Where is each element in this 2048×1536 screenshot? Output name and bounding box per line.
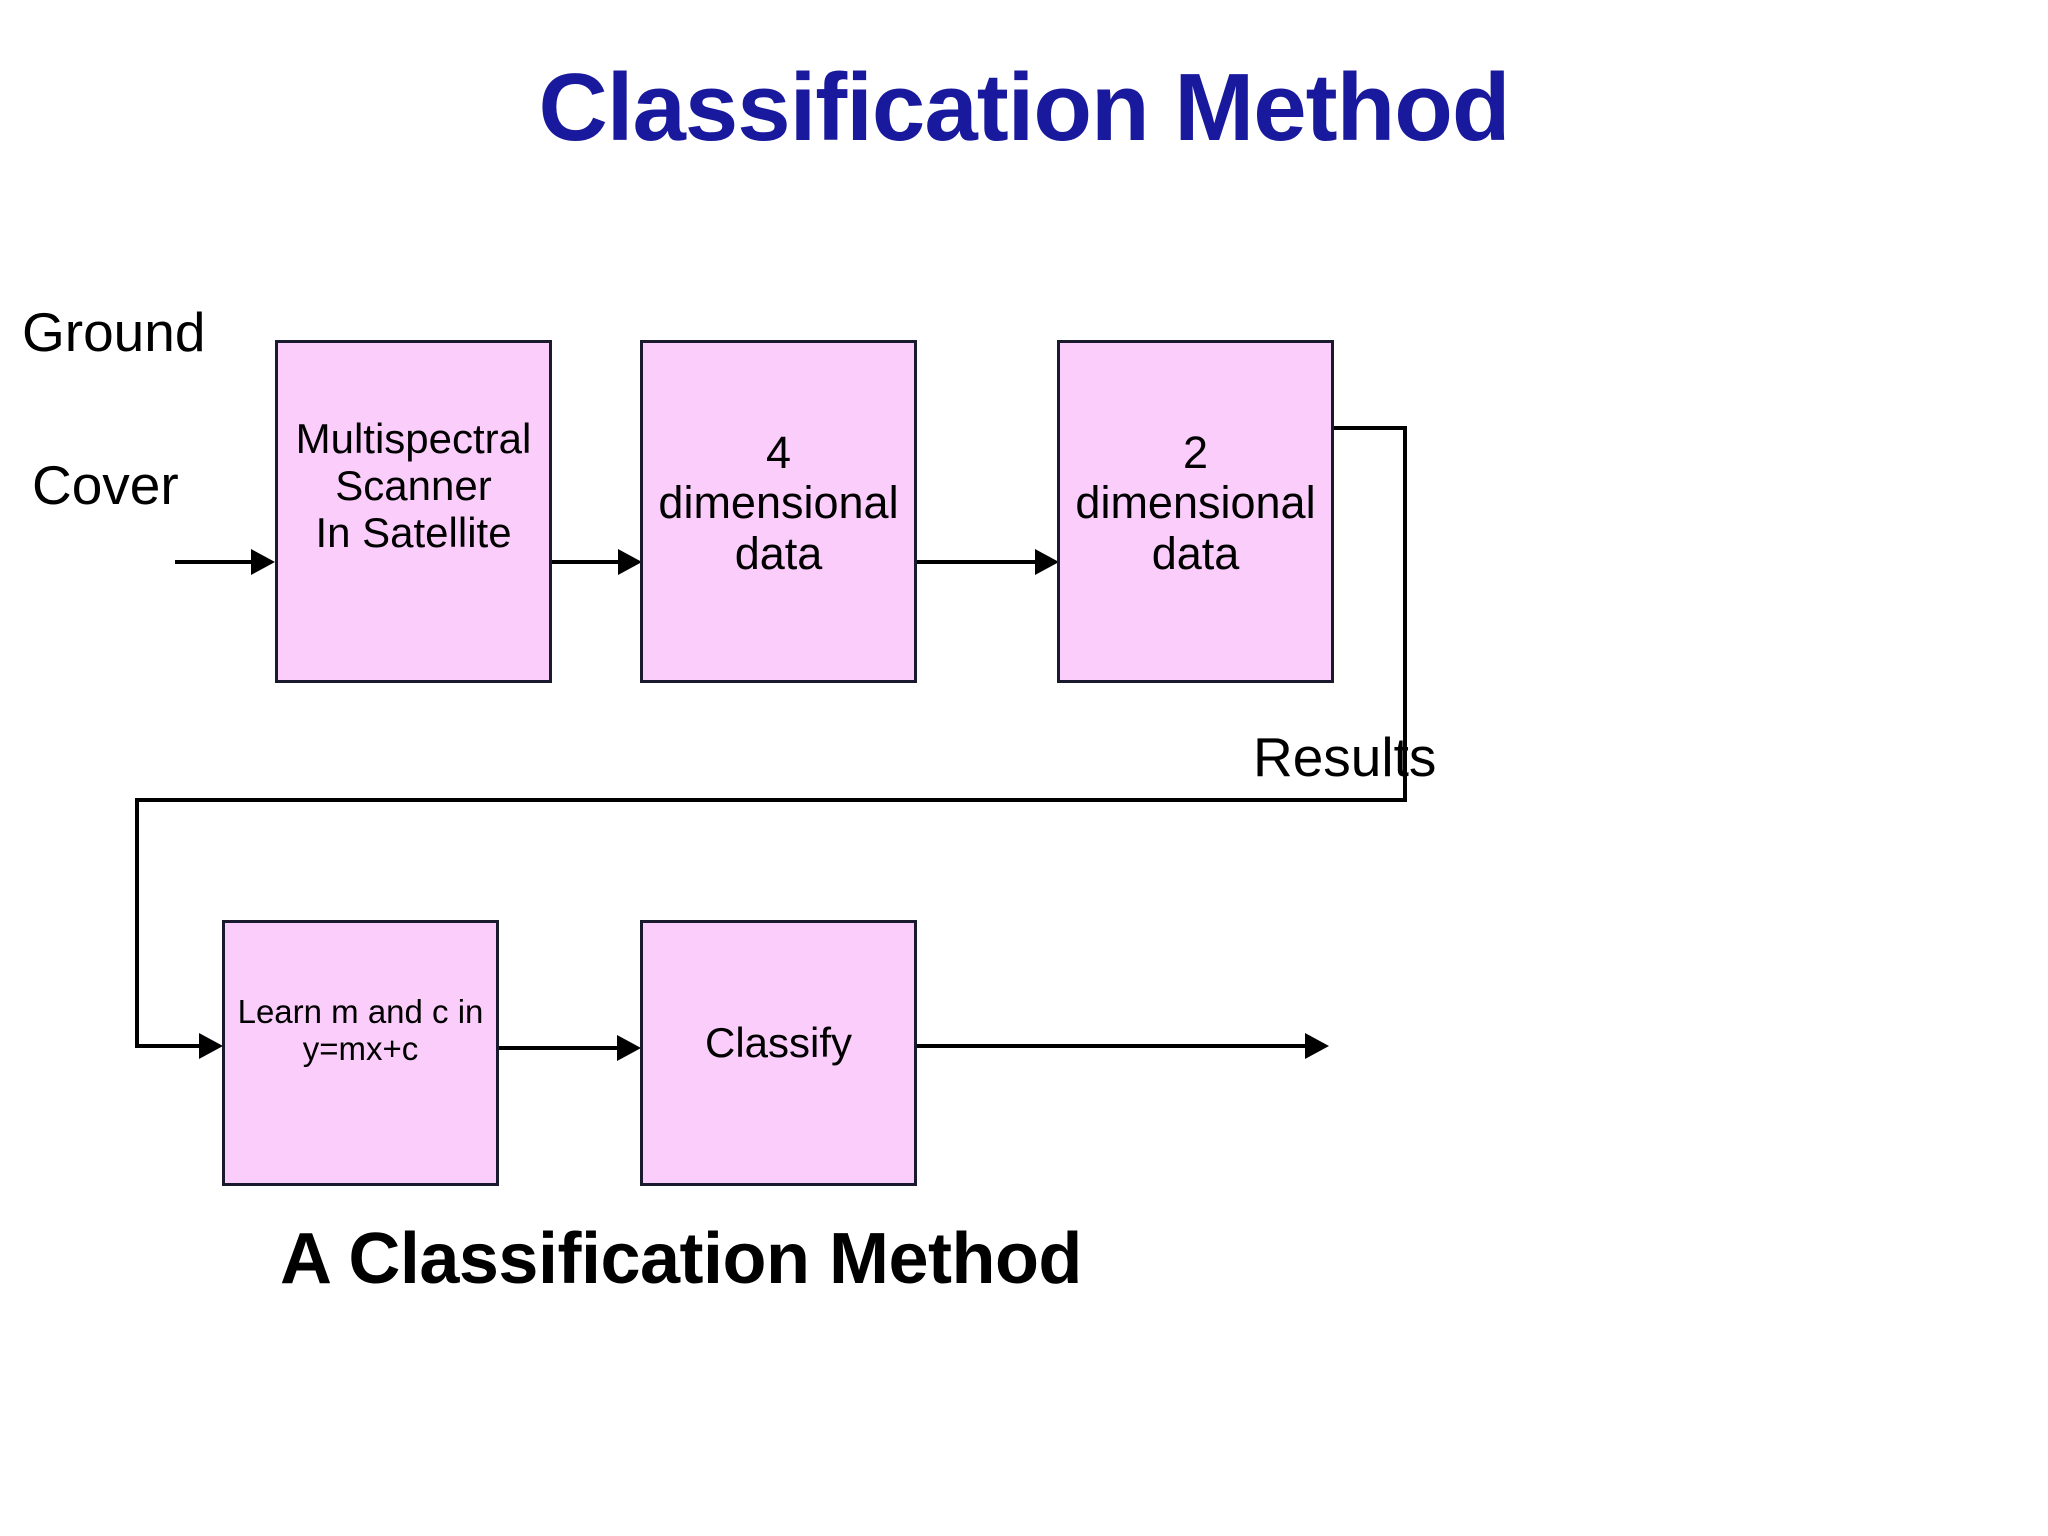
diagram-caption: A Classification Method bbox=[280, 1219, 1082, 1299]
label-cover: Cover bbox=[32, 454, 179, 516]
process-box-classify[interactable]: Classify bbox=[640, 920, 917, 1186]
process-box-two-dimensional-data-line1: 2 dimensional bbox=[1075, 426, 1316, 529]
connector-input-to-scanner bbox=[175, 560, 253, 564]
connector-two-d-feedback-segment-4 bbox=[135, 798, 139, 1048]
process-box-learn-parameters-text: Learn m and c in y=mx+c bbox=[225, 993, 496, 1068]
process-box-scanner-line1: Multispectral bbox=[295, 414, 532, 462]
arrowhead-classify-to-results bbox=[1305, 1033, 1329, 1059]
connector-four-d-to-two-d bbox=[917, 560, 1037, 564]
label-ground: Ground bbox=[22, 301, 206, 363]
process-box-scanner-line3: In Satellite bbox=[315, 509, 512, 557]
process-box-four-dimensional-data-line1: 4 dimensional bbox=[658, 426, 899, 529]
page-title: Classification Method bbox=[538, 54, 1510, 161]
connector-two-d-feedback-segment-2 bbox=[1403, 426, 1407, 802]
arrowhead-scanner-to-four-d bbox=[618, 549, 642, 575]
label-results: Results bbox=[1253, 726, 1437, 788]
process-box-four-dimensional-data-line2: data bbox=[734, 527, 823, 579]
process-box-learn-parameters-line2: y=mx+c bbox=[302, 1030, 419, 1067]
arrowhead-four-d-to-two-d bbox=[1035, 549, 1059, 575]
arrowhead-input-to-scanner bbox=[251, 549, 275, 575]
connector-classify-to-results bbox=[917, 1044, 1307, 1048]
arrowhead-learn-to-classify bbox=[617, 1035, 641, 1061]
process-box-classify-line1: Classify bbox=[704, 1019, 853, 1067]
process-box-scanner[interactable]: Multispectral Scanner In Satellite bbox=[275, 340, 552, 683]
connector-two-d-feedback-segment-1 bbox=[1334, 426, 1407, 430]
arrowhead-feedback-to-learn bbox=[199, 1033, 223, 1059]
process-box-scanner-line2: Scanner bbox=[335, 461, 492, 509]
process-box-classify-text: Classify bbox=[643, 1019, 914, 1066]
connector-learn-to-classify bbox=[499, 1046, 619, 1050]
connector-scanner-to-four-d bbox=[552, 560, 620, 564]
process-box-two-dimensional-data-line2: data bbox=[1151, 527, 1240, 579]
process-box-learn-parameters[interactable]: Learn m and c in y=mx+c bbox=[222, 920, 499, 1186]
process-box-scanner-text: Multispectral Scanner In Satellite bbox=[278, 415, 549, 556]
connector-two-d-feedback-segment-3 bbox=[135, 798, 1407, 802]
process-box-two-dimensional-data[interactable]: 2 dimensional data bbox=[1057, 340, 1334, 683]
process-box-four-dimensional-data[interactable]: 4 dimensional data bbox=[640, 340, 917, 683]
process-box-four-dimensional-data-text: 4 dimensional data bbox=[643, 426, 914, 579]
process-box-learn-parameters-line1: Learn m and c in bbox=[237, 993, 484, 1031]
process-box-two-dimensional-data-text: 2 dimensional data bbox=[1060, 426, 1331, 579]
connector-two-d-feedback-segment-5 bbox=[135, 1044, 203, 1048]
